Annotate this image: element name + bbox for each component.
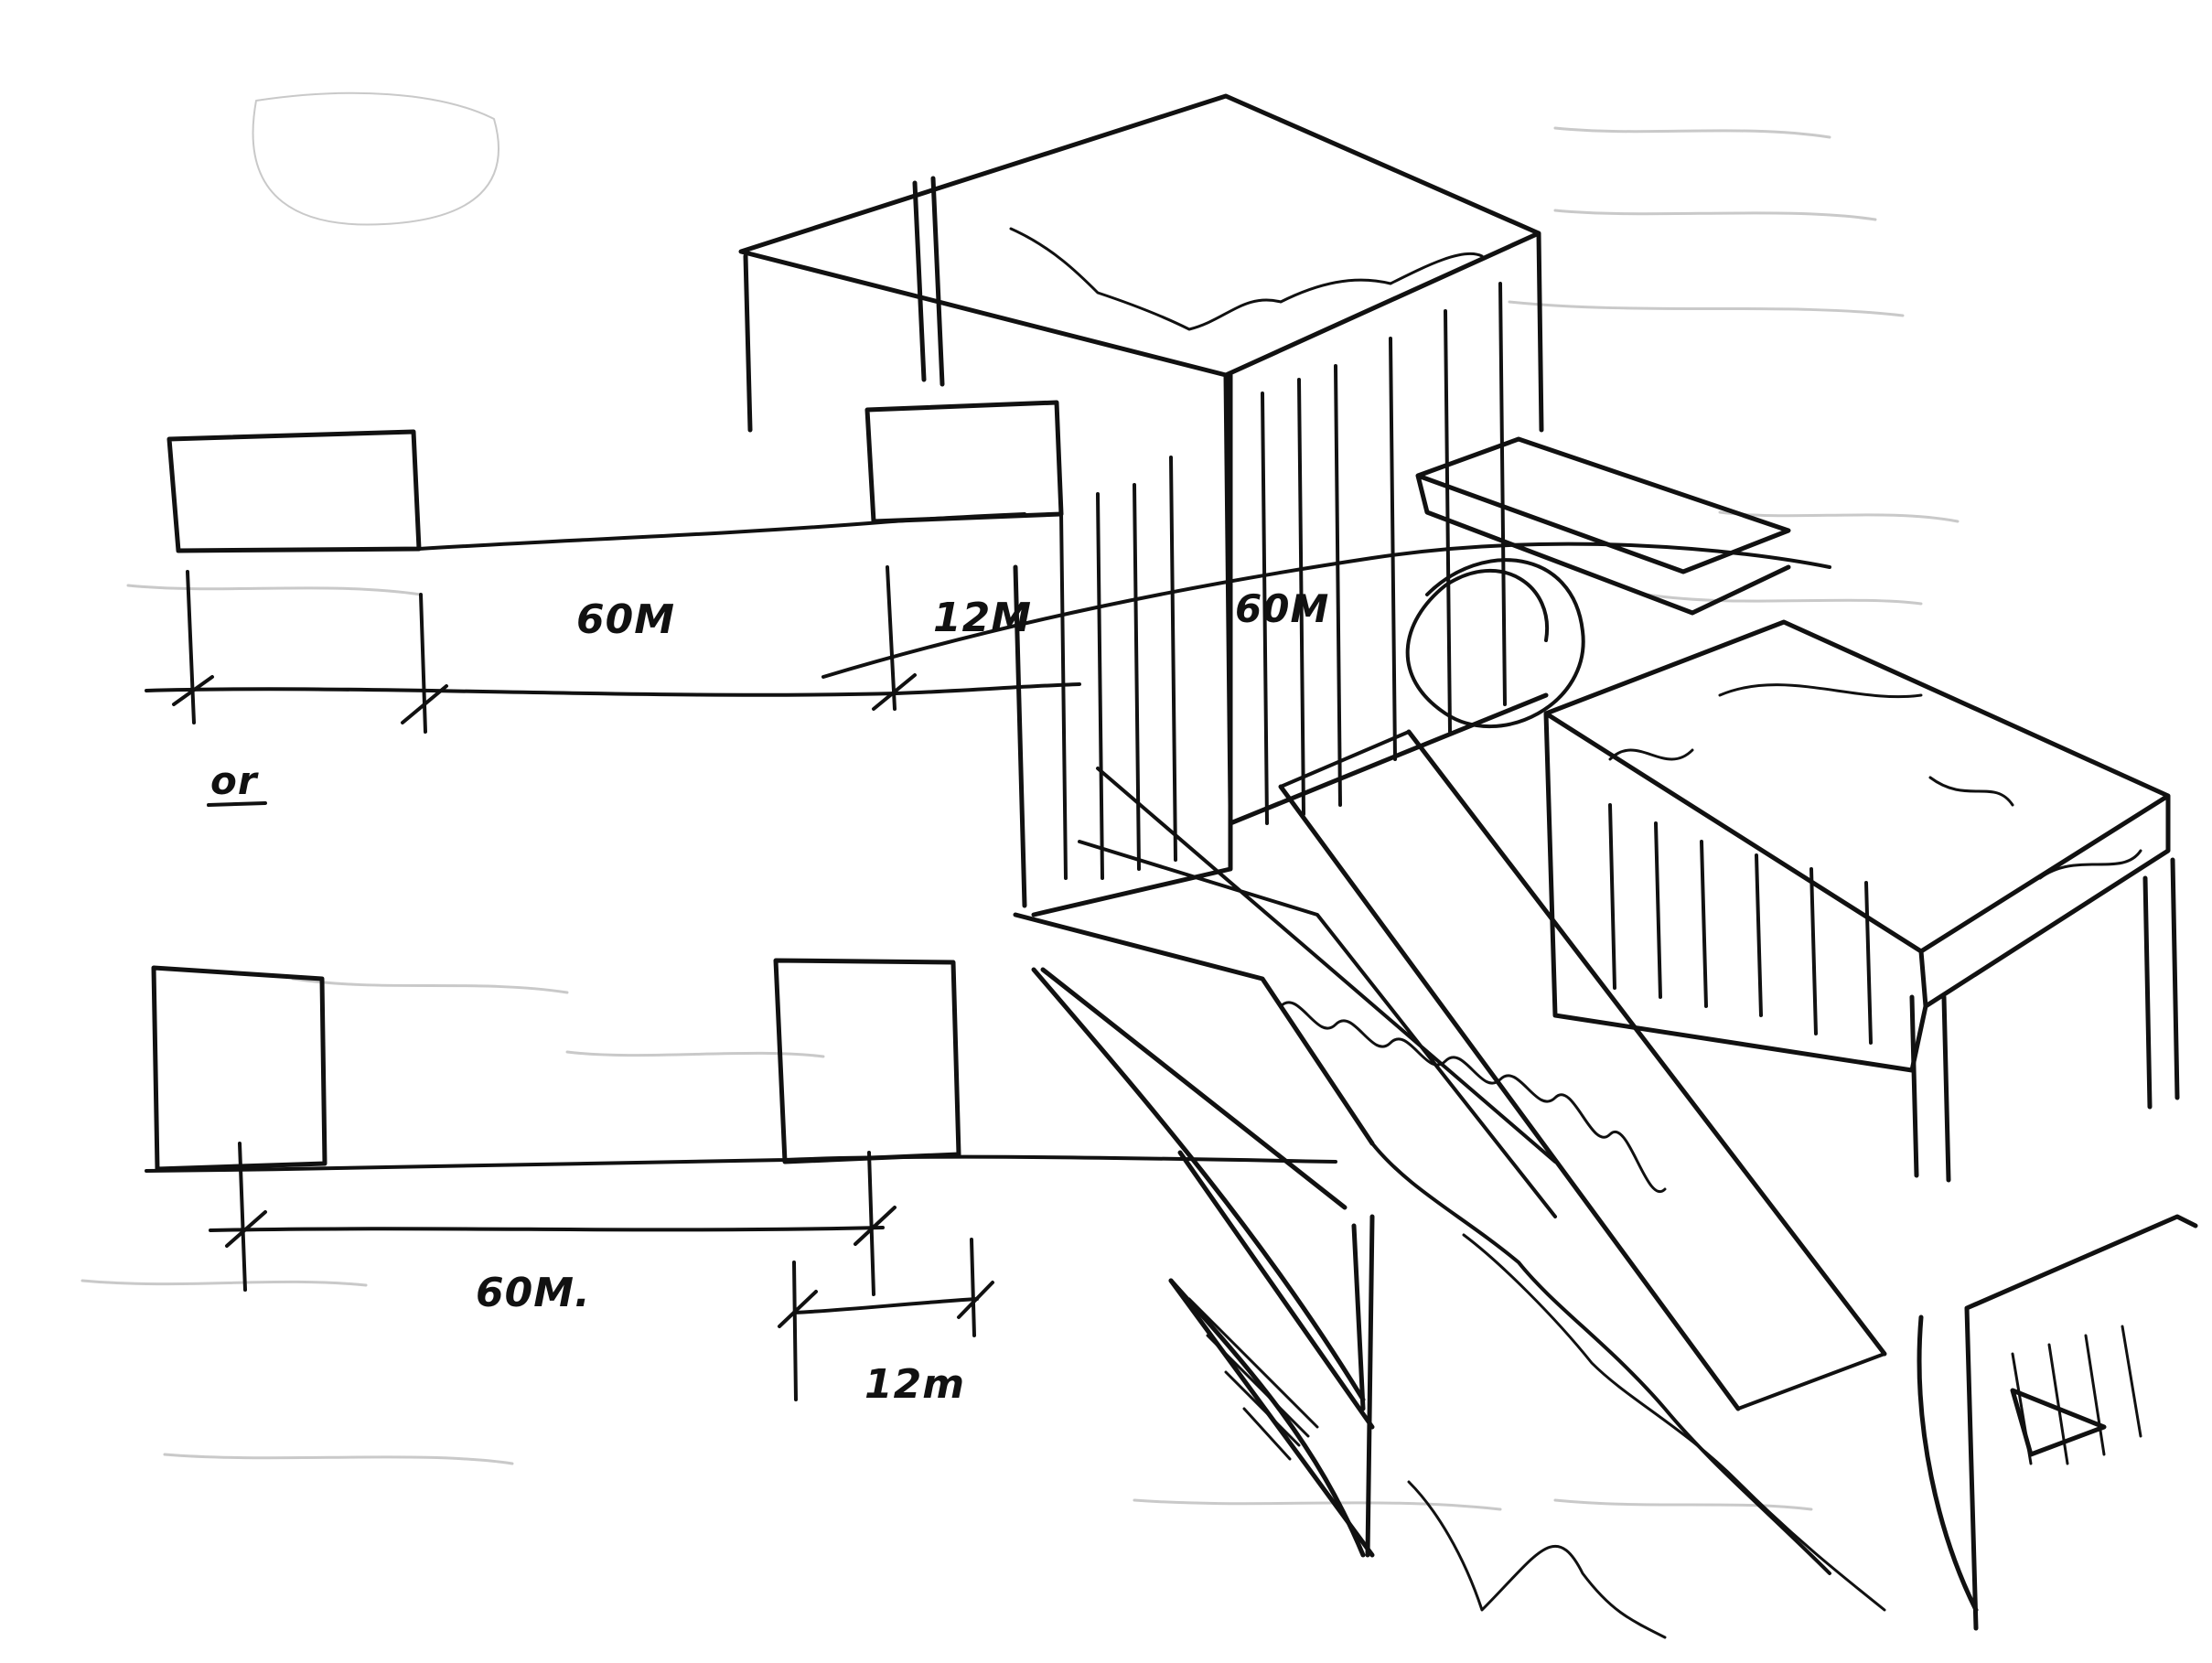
entry-circle-mark <box>1405 558 1585 729</box>
bleed-through-marks <box>81 91 1960 1511</box>
dimension-line-bottom <box>209 1226 885 1232</box>
isometric-building-sketch <box>738 93 2198 1639</box>
squiggle-vegetation <box>1279 1001 1667 1194</box>
or-underline <box>207 801 267 807</box>
hatched-block-top-right <box>864 400 1064 524</box>
or-label: or <box>210 758 259 803</box>
hatched-block-bottom-left <box>151 965 328 1172</box>
lower-green-roof-block <box>1543 619 2171 1073</box>
ground-line-top <box>417 512 1026 551</box>
mid-terrace <box>1415 436 1791 616</box>
column-right <box>1909 857 2180 1183</box>
mid-span-label: 60M <box>1235 586 1329 631</box>
left-slope-wall <box>1013 912 1375 1558</box>
lower-right-block <box>1917 1214 2198 1631</box>
bottom-gap-label: 12m <box>864 1361 965 1408</box>
ground-line-bottom <box>145 1154 1337 1173</box>
section-diagram-top <box>145 400 1081 734</box>
hatched-block-bottom-right <box>773 958 961 1164</box>
dimension-line-top <box>145 682 1081 697</box>
section-diagram-bottom <box>145 801 1337 1401</box>
top-gap-label: 12M <box>933 595 1032 641</box>
upper-roof-volume <box>738 93 1544 808</box>
bottom-span-label: 60M. <box>476 1270 591 1316</box>
hatched-block-top-left <box>166 429 422 553</box>
top-span-label: 60M <box>576 596 675 643</box>
dimension-line-12m <box>792 1297 979 1314</box>
